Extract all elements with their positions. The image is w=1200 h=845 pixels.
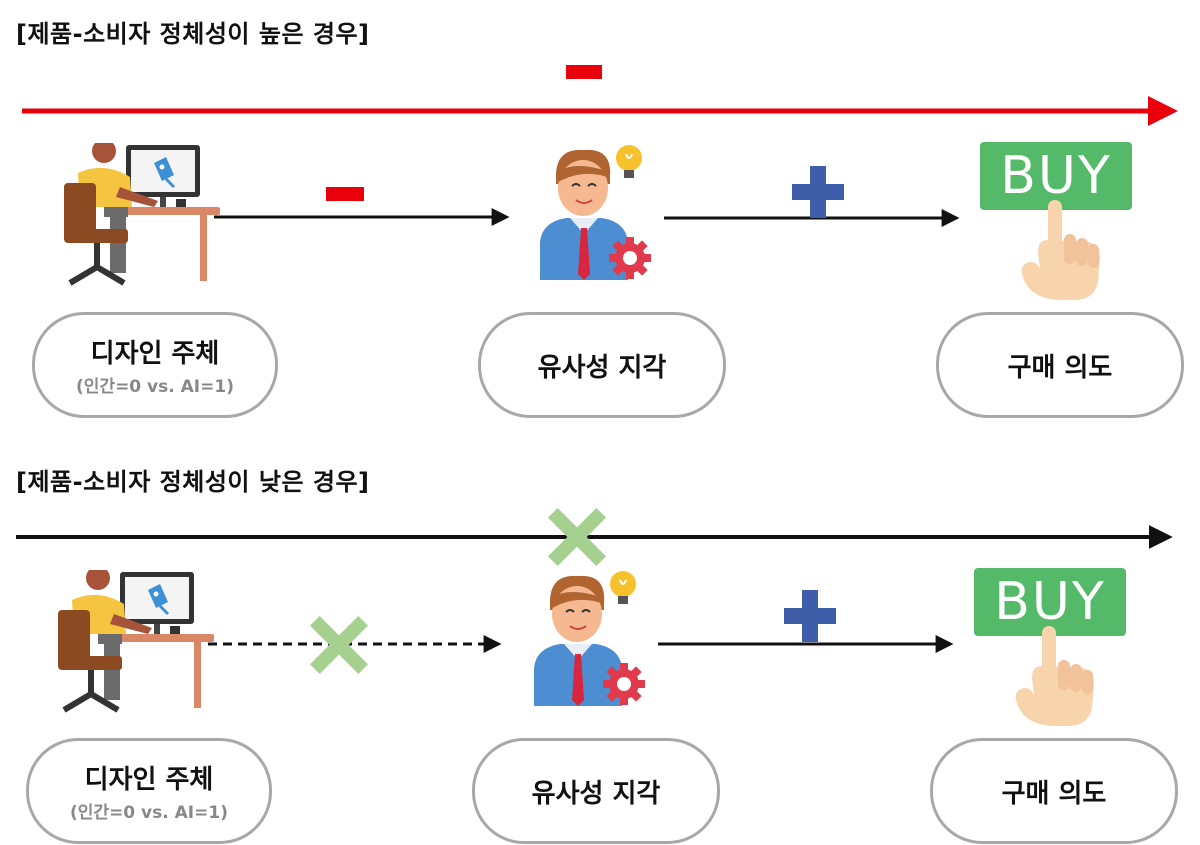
section-title-low-identity: [제품-소비자 정체성이 낮은 경우] [16,468,370,496]
plus-icon [784,590,836,642]
node-label: 디자인 주체 [90,339,220,369]
node-purchase-2: 구매 의도 [930,738,1178,844]
node-similarity-2: 유사성 지각 [472,738,720,844]
node-sublabel: (인간=0 vs. AI=1) [76,377,234,397]
minus-icon [326,187,364,201]
cross-icon [548,508,606,566]
node-label: 구매 의도 [1007,352,1113,383]
node-label: 디자인 주체 [84,765,214,795]
buy-badge: BUY [980,142,1132,210]
node-similarity-1: 유사성 지각 [478,312,726,418]
businessman-idea-icon [528,568,658,708]
section-title-high-identity: [제품-소비자 정체성이 높은 경우] [16,20,370,48]
designer-at-desk-icon [44,570,214,720]
node-design-subject-2: 디자인 주체 (인간=0 vs. AI=1) [26,738,272,844]
node-label: 구매 의도 [1001,778,1107,809]
node-sublabel: (인간=0 vs. AI=1) [70,803,228,823]
node-purchase-1: 구매 의도 [936,312,1184,418]
node-label: 유사성 지각 [531,778,661,809]
node-design-subject-1: 디자인 주체 (인간=0 vs. AI=1) [32,312,278,418]
minus-icon [566,65,602,79]
buy-hand-icon [1012,626,1102,726]
buy-badge: BUY [974,568,1126,636]
cross-icon [310,616,368,674]
node-label: 유사성 지각 [537,352,667,383]
